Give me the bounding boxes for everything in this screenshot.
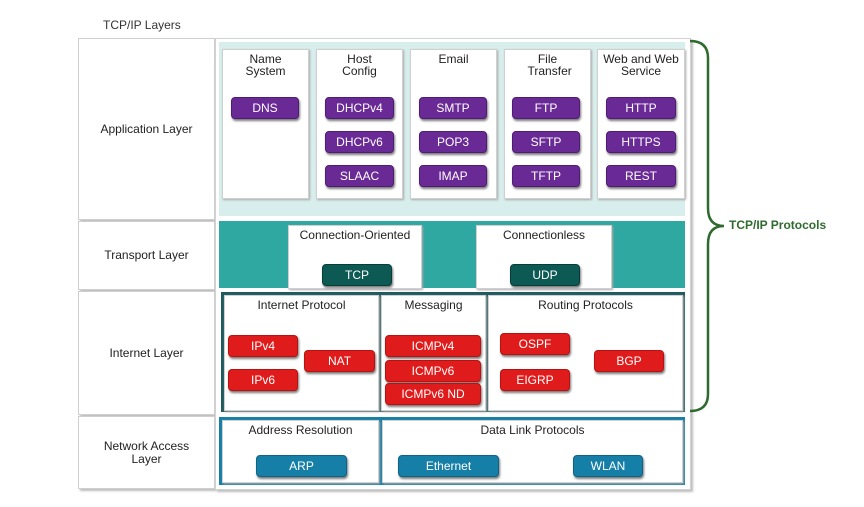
internet-protocol-title: Internet Protocol [257, 298, 346, 312]
protocol-sftp: SFTP [512, 131, 580, 153]
address-resolution-title: Address Resolution [248, 423, 353, 437]
protocol-pop3: POP3 [419, 131, 487, 153]
name-system-box: Name System [222, 49, 309, 199]
protocol-http: HTTP [606, 97, 676, 119]
protocol-slaac: SLAAC [325, 165, 394, 187]
protocol-dns: DNS [231, 97, 299, 119]
protocol-https: HTTPS [606, 131, 676, 153]
layer-internet-label: Internet Layer [109, 345, 184, 360]
name-system-title: Name System [245, 52, 286, 78]
protocol-eigrp: EIGRP [500, 369, 570, 391]
protocol-tcp: TCP [322, 264, 392, 286]
layer-transport: Transport Layer [78, 221, 215, 290]
protocol-wlan: WLAN [573, 455, 643, 477]
web-title: Web and Web Service [603, 52, 679, 78]
protocol-ethernet: Ethernet [398, 455, 499, 477]
host-config-title: Host Config [342, 52, 377, 78]
protocols-brace [690, 39, 725, 413]
messaging-title: Messaging [404, 298, 463, 312]
protocol-icmpv6-nd: ICMPv6 ND [385, 383, 481, 405]
connection-oriented-title: Connection-Oriented [299, 228, 411, 242]
protocol-imap: IMAP [419, 165, 487, 187]
layer-network-access: Network Access Layer [78, 416, 215, 489]
connectionless-box: Connectionless [476, 225, 612, 289]
protocol-ipv6: IPv6 [228, 369, 298, 391]
protocol-bgp: BGP [594, 350, 664, 372]
protocol-udp: UDP [510, 264, 580, 286]
protocol-smtp: SMTP [419, 97, 487, 119]
protocol-icmpv4: ICMPv4 [385, 335, 481, 357]
protocol-ftp: FTP [512, 97, 580, 119]
layer-transport-label: Transport Layer [104, 248, 189, 262]
layers-title: TCP/IP Layers [103, 18, 181, 32]
data-link-protocols-title: Data Link Protocols [480, 423, 585, 437]
protocol-tftp: TFTP [512, 165, 580, 187]
protocol-rest: REST [606, 165, 676, 187]
protocol-dhcpv4: DHCPv4 [325, 97, 394, 119]
protocol-nat: NAT [304, 350, 375, 372]
layer-application: Application Layer [78, 38, 215, 220]
protocol-icmpv6: ICMPv6 [385, 360, 481, 382]
tcp-ip-protocols-label: TCP/IP Protocols [729, 218, 827, 232]
routing-protocols-title: Routing Protocols [538, 298, 633, 312]
layer-network-access-label: Network Access Layer [103, 438, 190, 466]
layer-internet: Internet Layer [78, 291, 215, 415]
file-transfer-title: File Transfer [527, 52, 572, 78]
protocol-arp: ARP [256, 455, 347, 477]
protocol-ospf: OSPF [500, 333, 570, 355]
layer-application-label: Application Layer [100, 121, 193, 136]
connectionless-title: Connectionless [502, 228, 586, 242]
protocol-ipv4: IPv4 [228, 335, 298, 357]
protocol-dhcpv6: DHCPv6 [325, 131, 394, 153]
email-title: Email [438, 52, 469, 66]
